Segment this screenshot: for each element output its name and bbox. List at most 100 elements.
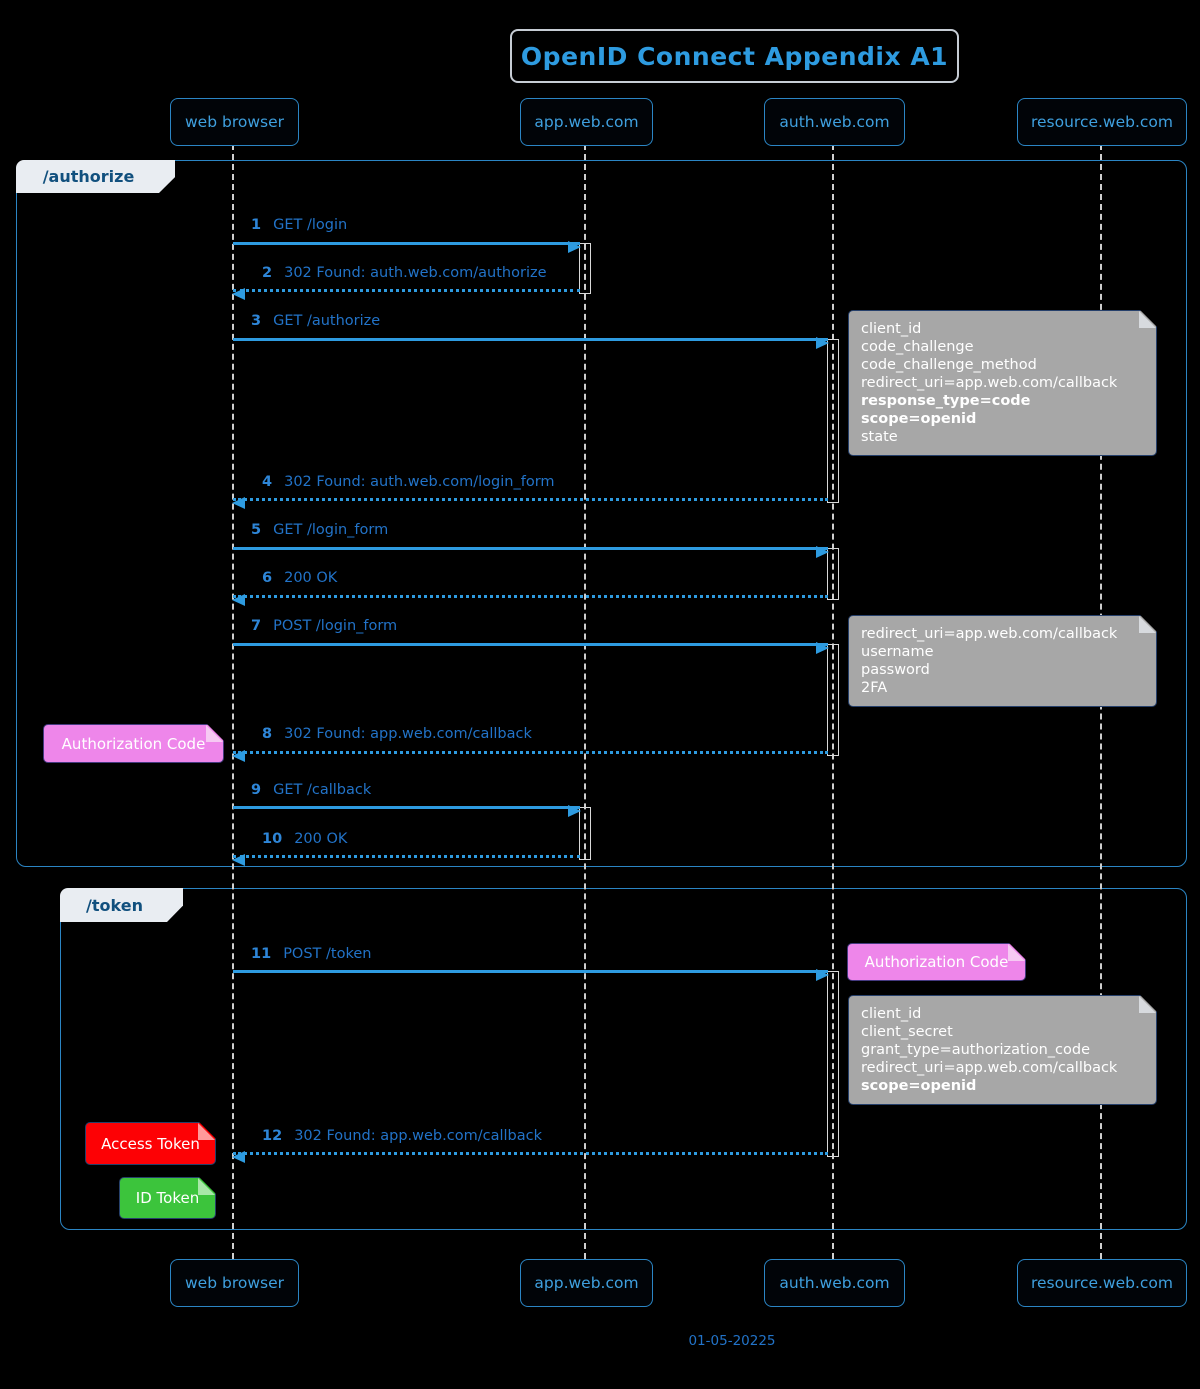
participant-label: auth.web.com — [779, 113, 890, 131]
participant-web-browser-bottom: web browser — [170, 1259, 299, 1307]
message-5-label: 5 GET /login_form — [251, 522, 388, 538]
participant-label: auth.web.com — [779, 1274, 890, 1292]
participant-resource-bottom: resource.web.com — [1017, 1259, 1187, 1307]
participant-label: app.web.com — [534, 1274, 639, 1292]
message-5-arrow — [233, 545, 829, 558]
message-number: 11 — [251, 946, 272, 962]
message-3-arrow — [233, 336, 829, 349]
note-authorization-code-token: Authorization Code — [847, 943, 1026, 981]
activation-bar-app — [579, 243, 591, 294]
arrowhead-left-icon — [232, 1150, 245, 1163]
frame-authorize-label-text: /authorize — [42, 167, 135, 186]
diagram-title: OpenID Connect Appendix A1 — [520, 41, 949, 71]
activation-bar-auth — [827, 548, 839, 600]
note-text: ID Token — [135, 1189, 200, 1207]
message-number: 1 — [251, 217, 262, 233]
note-line: redirect_uri=app.web.com/callback — [861, 375, 1118, 391]
message-10-arrow — [232, 853, 580, 866]
message-8-label: 8 302 Found: app.web.com/callback — [262, 726, 532, 742]
note-text: Access Token — [101, 1134, 200, 1153]
participant-app-bottom: app.web.com — [520, 1259, 653, 1307]
message-text: 302 Found: app.web.com/callback — [284, 726, 532, 742]
frame-token-label-text: /token — [86, 895, 143, 915]
message-text: GET /login — [273, 217, 348, 233]
arrowhead-right-icon — [568, 240, 581, 253]
note-access-token: Access Token — [85, 1122, 216, 1165]
arrowhead-right-icon — [816, 336, 829, 349]
note-line: password — [861, 662, 930, 678]
message-text: 302 Found: auth.web.com/authorize — [284, 265, 547, 281]
lifeline-auth — [832, 144, 834, 1259]
activation-bar-auth — [827, 971, 839, 1157]
message-number: 5 — [251, 522, 262, 538]
message-12-label: 12 302 Found: app.web.com/callback — [262, 1128, 542, 1144]
note-line: code_challenge — [861, 339, 974, 355]
arrowhead-left-icon — [232, 287, 245, 300]
participant-label: resource.web.com — [1030, 113, 1174, 131]
message-text: 200 OK — [284, 570, 338, 586]
activation-bar-app — [579, 807, 591, 860]
message-number: 8 — [262, 726, 273, 742]
note-text: Authorization Code — [61, 734, 206, 753]
message-text: 302 Found: app.web.com/callback — [294, 1128, 542, 1144]
activation-bar-auth — [827, 644, 839, 756]
message-number: 3 — [251, 313, 262, 329]
message-12-arrow — [232, 1150, 828, 1163]
message-number: 10 — [262, 831, 283, 847]
message-8-arrow — [232, 749, 828, 762]
note-line: scope=openid — [861, 411, 977, 427]
arrowhead-right-icon — [816, 545, 829, 558]
note-id-token: ID Token — [119, 1177, 216, 1219]
participant-label: resource.web.com — [1030, 1274, 1174, 1292]
note-line: client_id — [861, 321, 922, 337]
message-6-arrow — [232, 593, 828, 606]
note-line: client_secret — [861, 1024, 953, 1040]
lifeline-web-browser — [232, 144, 234, 1259]
arrowhead-right-icon — [568, 804, 581, 817]
participant-label: web browser — [185, 113, 284, 131]
message-text: 302 Found: auth.web.com/login_form — [284, 474, 555, 490]
arrowhead-left-icon — [232, 593, 245, 606]
note-line: 2FA — [861, 680, 888, 696]
message-10-label: 10 200 OK — [262, 831, 347, 847]
arrowhead-right-icon — [816, 968, 829, 981]
message-text: POST /login_form — [273, 618, 398, 634]
note-line: redirect_uri=app.web.com/callback — [861, 1060, 1118, 1076]
arrowhead-left-icon — [232, 853, 245, 866]
frame-token — [60, 888, 1187, 1230]
message-number: 9 — [251, 782, 262, 798]
note-line: redirect_uri=app.web.com/callback — [861, 626, 1118, 642]
footer-date: 01-05-20225 — [688, 1333, 776, 1349]
participant-app-top: app.web.com — [520, 98, 653, 146]
message-text: 200 OK — [294, 831, 348, 847]
note-authorization-code-browser: Authorization Code — [43, 724, 224, 763]
message-11-arrow — [233, 968, 829, 981]
participant-auth-bottom: auth.web.com — [764, 1259, 905, 1307]
message-2-arrow — [232, 287, 580, 300]
participant-label: app.web.com — [534, 113, 639, 131]
note-authorize-params: client_id code_challenge code_challenge_… — [848, 310, 1157, 456]
arrowhead-right-icon — [816, 641, 829, 654]
note-line: response_type=code — [861, 393, 1031, 409]
message-text: GET /authorize — [273, 313, 381, 329]
message-number: 7 — [251, 618, 262, 634]
message-text: GET /login_form — [273, 522, 389, 538]
participant-auth-top: auth.web.com — [764, 98, 905, 146]
activation-bar-auth — [827, 339, 839, 503]
note-line: client_id — [861, 1006, 922, 1022]
message-number: 2 — [262, 265, 273, 281]
note-token-params: client_id client_secret grant_type=autho… — [848, 995, 1157, 1105]
participant-label: web browser — [185, 1274, 284, 1292]
note-line: state — [861, 429, 898, 445]
message-number: 4 — [262, 474, 273, 490]
message-number: 12 — [262, 1128, 283, 1144]
note-line: code_challenge_method — [861, 357, 1037, 373]
diagram-title-box: OpenID Connect Appendix A1 — [510, 29, 959, 83]
note-line: username — [861, 644, 934, 660]
note-line: grant_type=authorization_code — [861, 1042, 1091, 1058]
message-4-label: 4 302 Found: auth.web.com/login_form — [262, 474, 555, 490]
